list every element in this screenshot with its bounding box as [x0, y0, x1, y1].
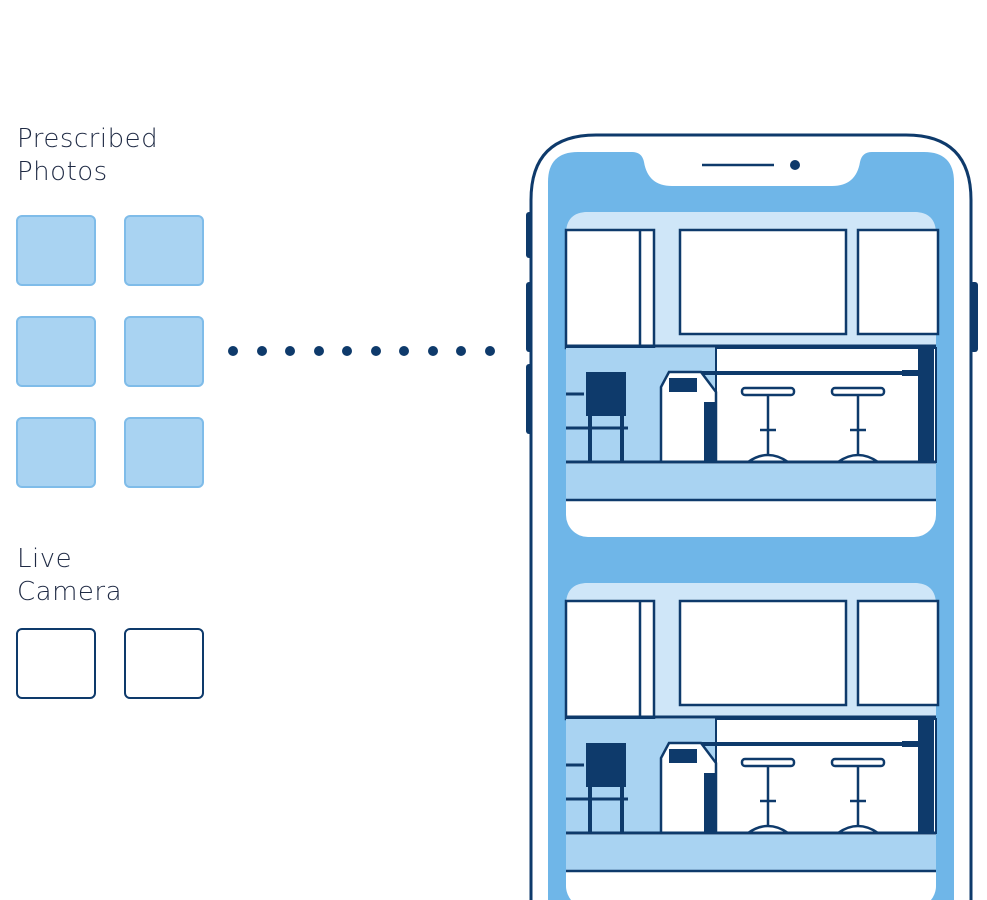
screen-photo-card[interactable] — [564, 210, 940, 539]
live-label-line-1: Live — [17, 544, 73, 574]
prescribed-photo-thumbnail[interactable] — [124, 215, 204, 286]
live-camera-thumbnail[interactable] — [16, 628, 96, 699]
connector-dot — [257, 346, 267, 356]
phone-illustration — [526, 133, 978, 900]
live-camera-label: Live Camera — [17, 543, 122, 609]
prescribed-photo-thumbnail[interactable] — [16, 316, 96, 387]
prescribed-photo-thumbnail[interactable] — [16, 417, 96, 488]
phone-screen — [548, 152, 954, 900]
live-camera-thumbnail[interactable] — [124, 628, 204, 699]
connector-dot — [371, 346, 381, 356]
prescribed-photo-thumbnail[interactable] — [124, 316, 204, 387]
connector-dot — [399, 346, 409, 356]
screen-photo-card[interactable] — [564, 581, 940, 900]
phone-camera-icon — [790, 160, 800, 170]
prescribed-photo-thumbnail[interactable] — [124, 417, 204, 488]
prescribed-label-line-2: Photos — [17, 157, 108, 187]
connector-dot — [342, 346, 352, 356]
connector-dot — [456, 346, 466, 356]
connector-dot — [485, 346, 495, 356]
prescribed-label-line-1: Prescribed — [17, 124, 159, 154]
connector-dot — [428, 346, 438, 356]
prescribed-photos-label: Prescribed Photos — [17, 123, 158, 189]
connector-dot — [228, 346, 238, 356]
connector-dot — [285, 346, 295, 356]
prescribed-photo-thumbnail[interactable] — [16, 215, 96, 286]
live-label-line-2: Camera — [17, 577, 123, 607]
connector-dot — [314, 346, 324, 356]
